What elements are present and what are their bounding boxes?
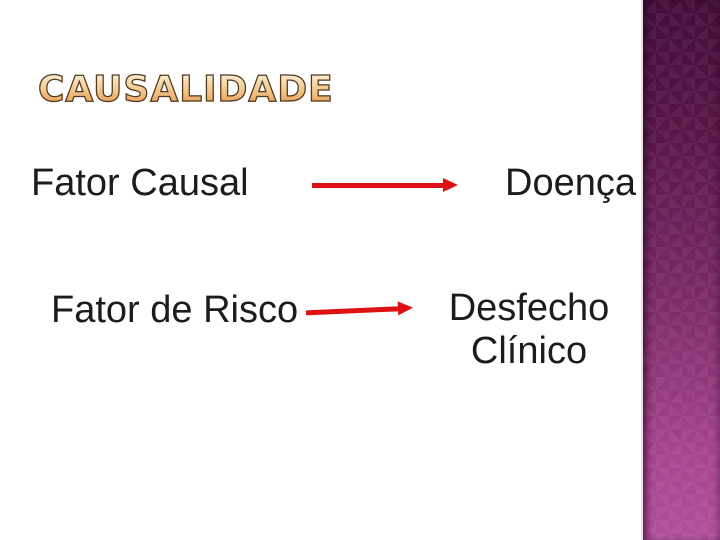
slide-title: CAUSALIDADE <box>37 69 334 110</box>
arrow-shaft <box>312 182 443 188</box>
arrow-shaft <box>305 305 399 315</box>
cause-label-fator-de-risco: Fator de Risco <box>51 289 299 331</box>
right-arrow-icon <box>312 178 458 192</box>
effect-label-desfecho-clinico: Desfecho Clínico <box>448 287 610 372</box>
cause-label-fator-causal: Fator Causal <box>31 162 249 204</box>
effect-label-doenca: Doença <box>505 162 636 204</box>
decorative-sidebar <box>641 0 720 540</box>
arrow-head <box>443 178 458 192</box>
arrow-head <box>397 300 414 316</box>
right-arrow-icon <box>305 300 414 320</box>
